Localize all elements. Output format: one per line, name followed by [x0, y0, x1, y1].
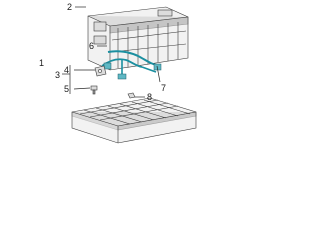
bolt	[90, 85, 98, 95]
callout-2: 2	[67, 2, 72, 12]
callout-3: 3	[55, 70, 60, 80]
upper-battery-housing	[87, 6, 189, 71]
leader-lines	[62, 6, 161, 98]
callout-4: 4	[64, 65, 69, 75]
nut	[127, 92, 136, 99]
lower-battery-tray	[71, 97, 197, 144]
callout-1: 1	[39, 58, 44, 68]
parts-diagram-canvas: 2 1 3 4 5 6 7 8	[39, 2, 197, 144]
callout-5: 5	[64, 84, 69, 94]
connector-bracket	[94, 65, 107, 77]
callout-7: 7	[161, 83, 166, 93]
callout-8: 8	[147, 92, 152, 102]
parts-diagram: 2 1 3 4 5 6 7 8	[0, 0, 200, 147]
callout-6: 6	[89, 41, 94, 51]
